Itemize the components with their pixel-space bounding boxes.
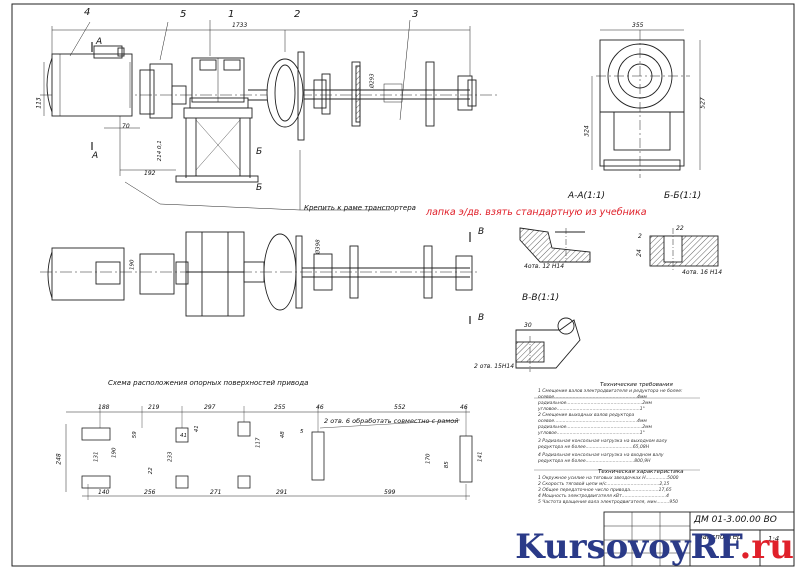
title-block-code: ДМ 01-3.00.00 ВО (694, 515, 777, 525)
section-bb-hole: 4отв. 16 H14 (682, 269, 723, 276)
layout-inner-dim-41b: 41 (193, 425, 200, 433)
tech-char-line: 4 Мощность электродвигателя кВт.........… (538, 494, 669, 499)
watermark-tld: .ru (739, 527, 794, 567)
layout-bottom-dim-291: 291 (276, 489, 288, 496)
dim-113: 113 (35, 97, 43, 109)
layout-inner-dim-170: 170 (425, 453, 432, 465)
section-vv-hole: 2 отв. 15H14 (474, 363, 515, 370)
tech-req-line: 3 Радиальная консольная нагрузка на выхо… (538, 439, 668, 444)
part-number-5: 5 (180, 9, 187, 20)
layout-inner-dim-48: 48 (279, 431, 286, 439)
section-mark-a-top: A (96, 37, 103, 47)
tech-req-line: редуктора не более......................… (538, 445, 650, 450)
plan-view (40, 231, 480, 324)
layout-inner-dim-131: 131 (93, 451, 100, 463)
section-bb-title: Б-Б(1:1) (664, 191, 702, 201)
layout-title: Схема расположения опорных поверхностей … (108, 379, 309, 387)
tech-req-line: 2 Смещение выходных валов редуктора (538, 413, 635, 418)
layout-top-dim-297: 297 (204, 404, 216, 411)
tech-req-line: осевое..................................… (538, 419, 647, 424)
tech-req-line: радиальное..............................… (538, 425, 652, 430)
tech-req-line: редуктора не более......................… (538, 459, 651, 464)
layout-hole-note: 2 отв. 6 обработать совместно с рамой (324, 417, 459, 425)
tech-char-heading: Техническая характеристика (598, 469, 684, 475)
dim-70: 70 (122, 123, 130, 130)
dim-527: 527 (699, 97, 707, 109)
layout-top-dim-255: 255 (274, 404, 286, 411)
section-bb (649, 228, 719, 270)
title-block (603, 511, 795, 567)
title-block-scale: 1:4 (768, 535, 780, 543)
motor-body (51, 53, 133, 117)
tech-req-line: радиальное..............................… (538, 401, 652, 406)
section-aa-title: А-А(1:1) (568, 191, 606, 201)
section-mark-a-bottom: A (92, 151, 99, 161)
part-number-2: 2 (294, 9, 301, 20)
red-note: лапка э/дв. взять стандартную из учебник… (426, 207, 647, 218)
tech-req-heading: Технические требования (600, 382, 673, 388)
layout-top-dim-188: 188 (98, 404, 110, 411)
dim-192: 192 (144, 170, 156, 177)
layout-top-dim-46a: 46 (316, 404, 324, 411)
mount-note: Крепить к раме транспортера (304, 204, 416, 212)
layout-inner-dim-190: 190 (111, 447, 118, 459)
support-layout (65, 406, 473, 500)
section-vv-title: В-В(1:1) (522, 293, 560, 303)
dim-355: 355 (632, 22, 644, 29)
layout-inner-dim-41a: 41 (180, 433, 187, 439)
layout-inner-dim-233: 233 (167, 451, 174, 463)
layout-inner-dim-85: 85 (443, 461, 450, 469)
section-mark-v-top: В (478, 227, 485, 237)
dim-324: 324 (583, 125, 591, 137)
part-number-4: 4 (84, 7, 91, 18)
section-bb-2: 2 (638, 233, 642, 240)
section-vv (515, 317, 581, 372)
tech-req-line: угловое.................................… (538, 431, 645, 436)
layout-inner-dim-59: 59 (131, 431, 138, 439)
side-view (591, 29, 701, 178)
tech-req-line: угловое.................................… (538, 407, 645, 412)
dim-190: 190 (129, 259, 136, 271)
section-bb-24: 24 (635, 249, 643, 257)
tech-char-line: 2 Скорость тяговой цепи м/с.............… (538, 482, 670, 487)
watermark-brand: KursovoyRF (515, 527, 740, 567)
section-mark-b-top: Б (256, 147, 263, 157)
tech-char-line: 5 Частота вращения вала электродвигателя… (538, 500, 678, 505)
section-vv-30: 30 (524, 322, 532, 329)
section-mark-b-bottom: Б (256, 183, 263, 193)
layout-bottom-dim-140: 140 (98, 489, 110, 496)
tech-char-line: 3 Общее передаточное число привода......… (538, 488, 672, 493)
layout-bottom-dim-271: 271 (210, 489, 222, 496)
tech-req-line: осевое..................................… (538, 395, 647, 400)
section-aa-hole: 4отв. 12 H14 (524, 263, 565, 270)
site-watermark: KursovoyRF.ru (515, 527, 794, 567)
layout-bottom-dim-256: 256 (144, 489, 156, 496)
part-number-3: 3 (412, 9, 419, 20)
front-view (40, 19, 500, 211)
layout-inner-dim-117: 117 (255, 437, 262, 449)
tech-req-line: 1 Смещение валов электродвигателя и реду… (538, 389, 683, 394)
section-bb-22: 22 (676, 225, 684, 232)
part-number-1: 1 (228, 9, 235, 20)
dim-d398: Ø398 (315, 239, 322, 255)
layout-inner-dim-5: 5 (300, 429, 304, 435)
layout-height-248: 248 (55, 453, 63, 465)
layout-inner-dim-22: 22 (147, 467, 154, 475)
tech-req-line: 4 Радиальная консольная нагрузка на вход… (538, 453, 664, 458)
notes-lines (534, 397, 700, 471)
layout-top-dim-219: 219 (148, 404, 160, 411)
dim-214: 214 0,1 (156, 140, 163, 162)
layout-bottom-dim-599: 599 (384, 489, 396, 496)
layout-top-dim-552: 552 (394, 404, 406, 411)
section-aa (519, 227, 591, 263)
title-block-name: транспортер (694, 533, 742, 541)
dim-overall: 1733 (232, 22, 248, 29)
tech-char-line: 1 Окружное усилие на тяговых звездочках … (538, 476, 679, 481)
dim-d293: Ø293 (369, 73, 376, 89)
layout-inner-dim-141: 141 (477, 451, 484, 463)
section-mark-v-bottom: В (478, 313, 485, 323)
layout-top-dim-46b: 46 (460, 404, 468, 411)
